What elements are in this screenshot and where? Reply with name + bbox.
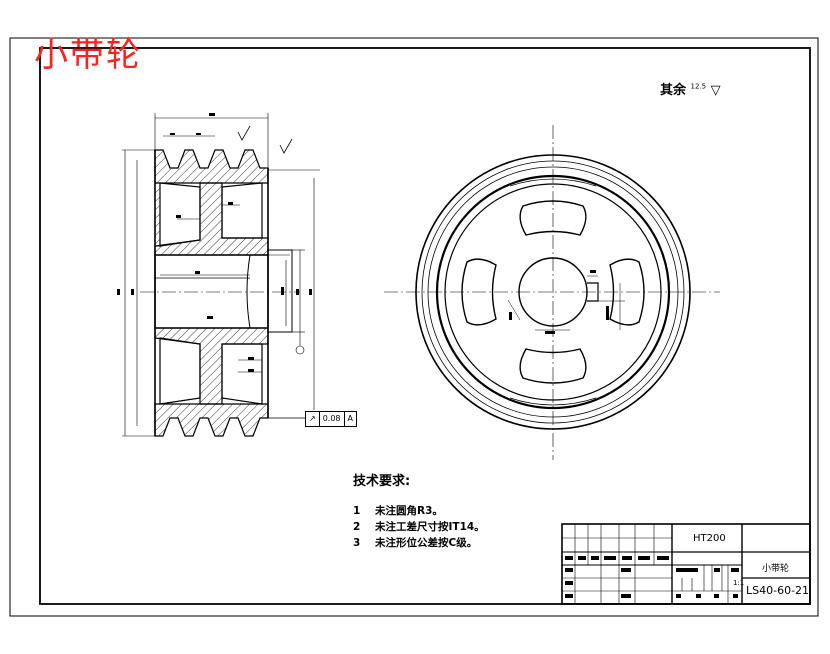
tolerance-value: 0.08 (320, 412, 345, 426)
section-view (154, 149, 293, 437)
datum-letter: A (347, 414, 353, 423)
groove-roughness-symbol (237, 125, 293, 154)
scale-label: 1:1 (733, 579, 745, 587)
spoke-window-bottom (519, 348, 587, 384)
outer-frame (9, 37, 819, 617)
spoke-window-left (461, 258, 497, 326)
part-name-label: 小带轮 (762, 564, 790, 574)
front-view-dimension-marks (509, 270, 609, 334)
inner-frame (39, 47, 811, 605)
runout-symbol-icon: ↗ (306, 412, 320, 426)
material-label: HT200 (693, 533, 726, 544)
front-view (415, 154, 691, 430)
dimension-marks (117, 113, 312, 372)
drawing-number: LS40-60-21 (746, 584, 810, 597)
spoke-window-top (519, 200, 587, 236)
dimension-lines (122, 113, 320, 437)
center-lines (140, 125, 720, 460)
roughness-value: 12.5 (690, 82, 707, 91)
roughness-check-icon: ▽ (710, 83, 721, 98)
technical-requirements-heading: 技术要求: (353, 474, 411, 489)
runout-tolerance-frame: ↗ 0.08 A (305, 411, 357, 427)
spoke-window-right (609, 258, 645, 326)
general-roughness-note: 其余 12.5 ▽ (660, 79, 721, 98)
title-block (561, 523, 811, 605)
drawing-title: 小带轮 (34, 35, 142, 75)
roughness-label: 其余 (660, 83, 687, 98)
title-block-marks (565, 556, 739, 598)
